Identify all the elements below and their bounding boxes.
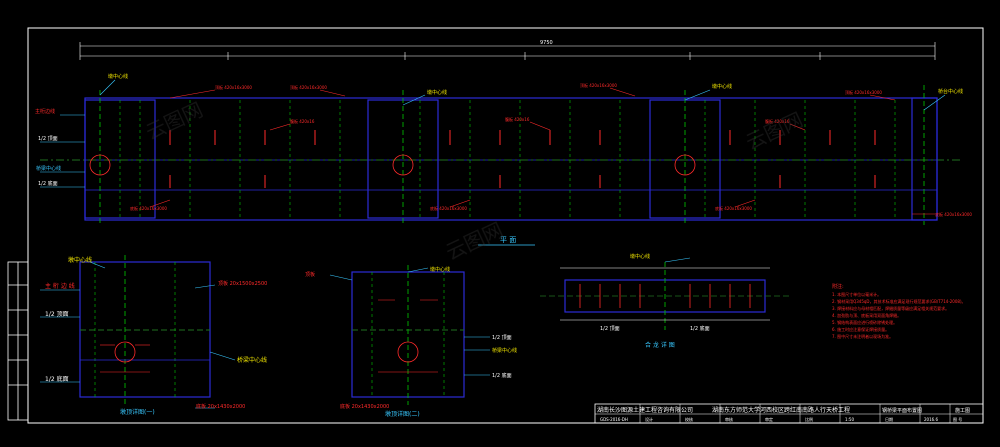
detail1-label-top-plate: 顶板 20x1500x2500 — [218, 280, 267, 287]
title-block: 湖南长沙图源土建工程咨询有限公司 湖南东方师范大学河西校区跨红南南路人行天桥工程… — [594, 403, 984, 424]
plan-callout-bottom-1: 底板 420x16x3000 — [130, 205, 167, 211]
plan-callout-bottom-2: 底板 420x16x3000 — [430, 205, 467, 211]
note-line-7: 7. 图中尺寸未注明者以现场为准。 — [832, 333, 893, 339]
pier-centerlines — [99, 85, 925, 225]
title-row1-scale: 比例 — [805, 416, 813, 422]
detail3-label-half-bottom: 1/2 底面 — [690, 325, 710, 332]
plan-callout-web-1: 腹板 420x16 — [290, 118, 315, 124]
note-line-1: 1. 本图尺寸单位以毫米计。 — [832, 291, 881, 297]
stiffener-lines — [119, 100, 896, 218]
title-drawing-name: 钢桥梁平面布置图 — [882, 407, 922, 414]
abutment-box — [911, 97, 938, 221]
detail2-title: 墩顶详图(二) — [385, 410, 420, 418]
plan-label-abutment-center: 桥台中心线 — [938, 88, 963, 95]
plan-label-pier-center-3: 墩中心线 — [712, 83, 732, 90]
detail2-label-bottom-plate: 底板 20x1430x2000 — [340, 403, 389, 410]
detail3-title: 合 龙 详 图 — [645, 341, 675, 349]
title-row1-drawing-no: 图 号 — [953, 416, 962, 422]
plan-dimension-line — [79, 42, 936, 60]
detail1-label-girder-edge: 主 桁 边 线 — [45, 282, 75, 290]
detail2-dims — [378, 299, 438, 373]
plan-label-half-bottom: 1/2 底面 — [38, 180, 58, 187]
detail3-label-center: 墩中心线 — [630, 253, 650, 260]
plate-marks — [169, 130, 876, 188]
title-block-grid — [595, 404, 983, 423]
title-scale-value: 1:50 — [845, 417, 854, 422]
title-project: 湖南东方师范大学河西校区跨红南南路人行天桥工程 — [712, 406, 850, 414]
title-stage: 施工图 — [955, 407, 970, 414]
plan-callout-bottom-3: 底板 420x16x3000 — [715, 205, 752, 211]
detail1-label-half-top: 1/2 顶面 — [45, 311, 69, 318]
plan-view: 9750 — [35, 40, 972, 246]
notes-block: 附注: 1. 本图尺寸单位以毫米计。 2. 钢材采用Q345qD，其技术标准应满… — [832, 283, 966, 339]
detail1-dims — [100, 344, 150, 373]
note-line-2: 2. 钢材采用Q345qD，其技术标准应满足现行规范要求(GB/T714-200… — [832, 298, 966, 304]
title-row1-review: 审核 — [725, 416, 733, 422]
detail-2: 墩中心线 顶板 1/2 顶面 桥梁中心线 1/2 底面 底板 20x1430x2… — [305, 265, 517, 418]
detail2-bearing — [397, 341, 419, 363]
detail2-label-bridge-axis: 桥梁中心线 — [492, 347, 517, 354]
plan-callout-top-4: 顶板 420x16x3000 — [845, 89, 882, 95]
detail3-leader — [664, 257, 691, 263]
plan-label-pier-center-1: 墩中心线 — [108, 73, 128, 80]
plan-callout-bottom-4: 底板 420x16x3000 — [935, 211, 972, 217]
title-company: 湖南长沙图源土建工程咨询有限公司 — [597, 406, 693, 414]
plan-callout-top-2: 顶板 420x16x3000 — [290, 84, 327, 90]
title-date-value: 2016.6 — [924, 417, 938, 422]
note-line-5: 5. 钢结构表面应进行喷砂除锈处理。 — [832, 319, 897, 325]
note-line-4: 4. 加劲肋与顶、底板采用双面角焊缝。 — [832, 312, 901, 318]
detail-3: 墩中心线 1/2 顶面 1/2 底面 合 龙 详 图 — [540, 253, 790, 349]
note-line-3: 3. 焊接材料应与母材相匹配，焊缝质量等级应满足相关规范要求。 — [832, 305, 949, 311]
plan-label-bridge-axis: 桥梁中心线 — [36, 165, 61, 172]
plan-label-girder-edge: 主桁边线 — [35, 108, 55, 115]
detail3-dims — [560, 267, 770, 321]
plan-leaders — [40, 79, 946, 188]
notes-heading: 附注: — [832, 283, 844, 290]
detail1-label-bottom-plate: 底板 20x1430x2000 — [196, 403, 245, 410]
plan-callout-web-2: 腹板 420x16 — [505, 116, 530, 122]
plan-label-half-top: 1/2 顶面 — [38, 136, 58, 142]
detail1-label-half-bottom: 1/2 底面 — [45, 375, 69, 383]
drawing-frame — [27, 27, 984, 424]
bearing-circles — [89, 154, 696, 176]
title-date-label: 日期 — [885, 416, 893, 422]
binding-strip — [7, 261, 29, 421]
detail1-label-bridge-axis: 桥梁中心线 — [237, 356, 267, 364]
detail2-leaders — [329, 267, 490, 376]
title-row1-approve: 审定 — [765, 416, 773, 422]
detail-1: 墩中心线 主 桁 边 线 1/2 顶面 1/2 底面 桥梁中心线 顶板 20x1… — [40, 255, 267, 416]
detail1-bearing — [114, 341, 136, 363]
detail2-label-half-bottom: 1/2 底面 — [492, 372, 512, 379]
plan-title: 平 面 — [500, 236, 516, 244]
detail1-leaders — [40, 261, 236, 409]
detail2-label-half-top: 1/2 顶面 — [492, 335, 512, 341]
plan-callout-top-1: 顶板 420x16x3000 — [215, 84, 252, 90]
plan-red-leaders — [149, 87, 935, 215]
note-line-6: 6. 施工时应注意保证焊接质量。 — [832, 326, 889, 332]
detail3-marks — [579, 284, 751, 308]
detail1-label-pier-center: 墩中心线 — [68, 256, 92, 264]
detail2-label-top: 顶板 — [305, 271, 315, 278]
title-block-frame — [594, 403, 984, 424]
plan-label-pier-center-2: 墩中心线 — [427, 89, 447, 96]
plan-callout-top-3: 顶板 420x16x3000 — [580, 82, 617, 88]
title-row1-design: 设计 — [645, 416, 653, 422]
plan-top-dimension: 9750 — [540, 40, 553, 46]
detail2-label-pier-center: 墩中心线 — [430, 266, 450, 273]
plan-callout-web-3: 腹板 420x16 — [765, 118, 790, 124]
title-row1-check: 校核 — [685, 416, 693, 422]
detail3-label-half-top: 1/2 顶面 — [600, 326, 620, 332]
detail1-title: 墩顶详图(一) — [120, 408, 155, 416]
title-row2-code: GDS-2016-DH — [600, 417, 628, 422]
